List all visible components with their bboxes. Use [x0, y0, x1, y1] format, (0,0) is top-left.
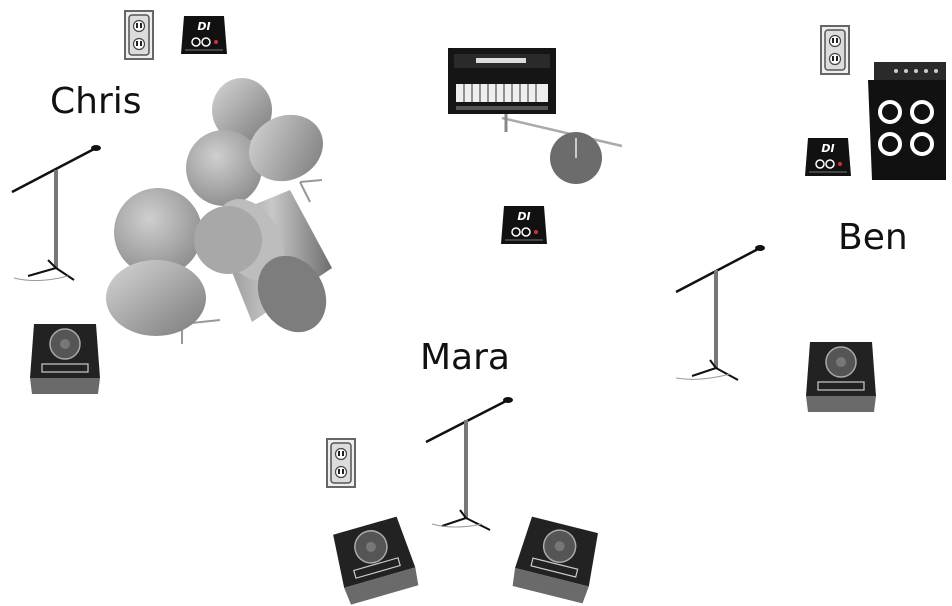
keyboard-icon [446, 46, 628, 186]
di-box-icon: DI [804, 134, 852, 178]
mic-stand-icon [420, 396, 516, 538]
mic-stand-icon [672, 242, 768, 384]
drum-kit-icon [100, 72, 340, 372]
power-outlet-icon [124, 10, 154, 60]
stage-monitor-icon [28, 322, 102, 394]
di-box-icon: DI [500, 202, 548, 246]
performer-label-mara: Mara [420, 337, 510, 378]
stage-monitor-icon [333, 516, 419, 606]
stage-monitor-icon [804, 340, 878, 412]
di-box-label: DI [821, 142, 834, 155]
di-box-label: DI [517, 210, 530, 223]
power-outlet-icon [326, 438, 356, 488]
performer-label-ben: Ben [838, 217, 908, 258]
mic-stand-icon [8, 142, 104, 284]
performer-label-chris: Chris [50, 81, 142, 122]
guitar-amp-icon [866, 62, 948, 182]
di-box-icon: DI [180, 12, 228, 56]
di-box-label: DI [197, 20, 210, 33]
stage-monitor-icon [512, 516, 600, 606]
power-outlet-icon [820, 25, 850, 75]
